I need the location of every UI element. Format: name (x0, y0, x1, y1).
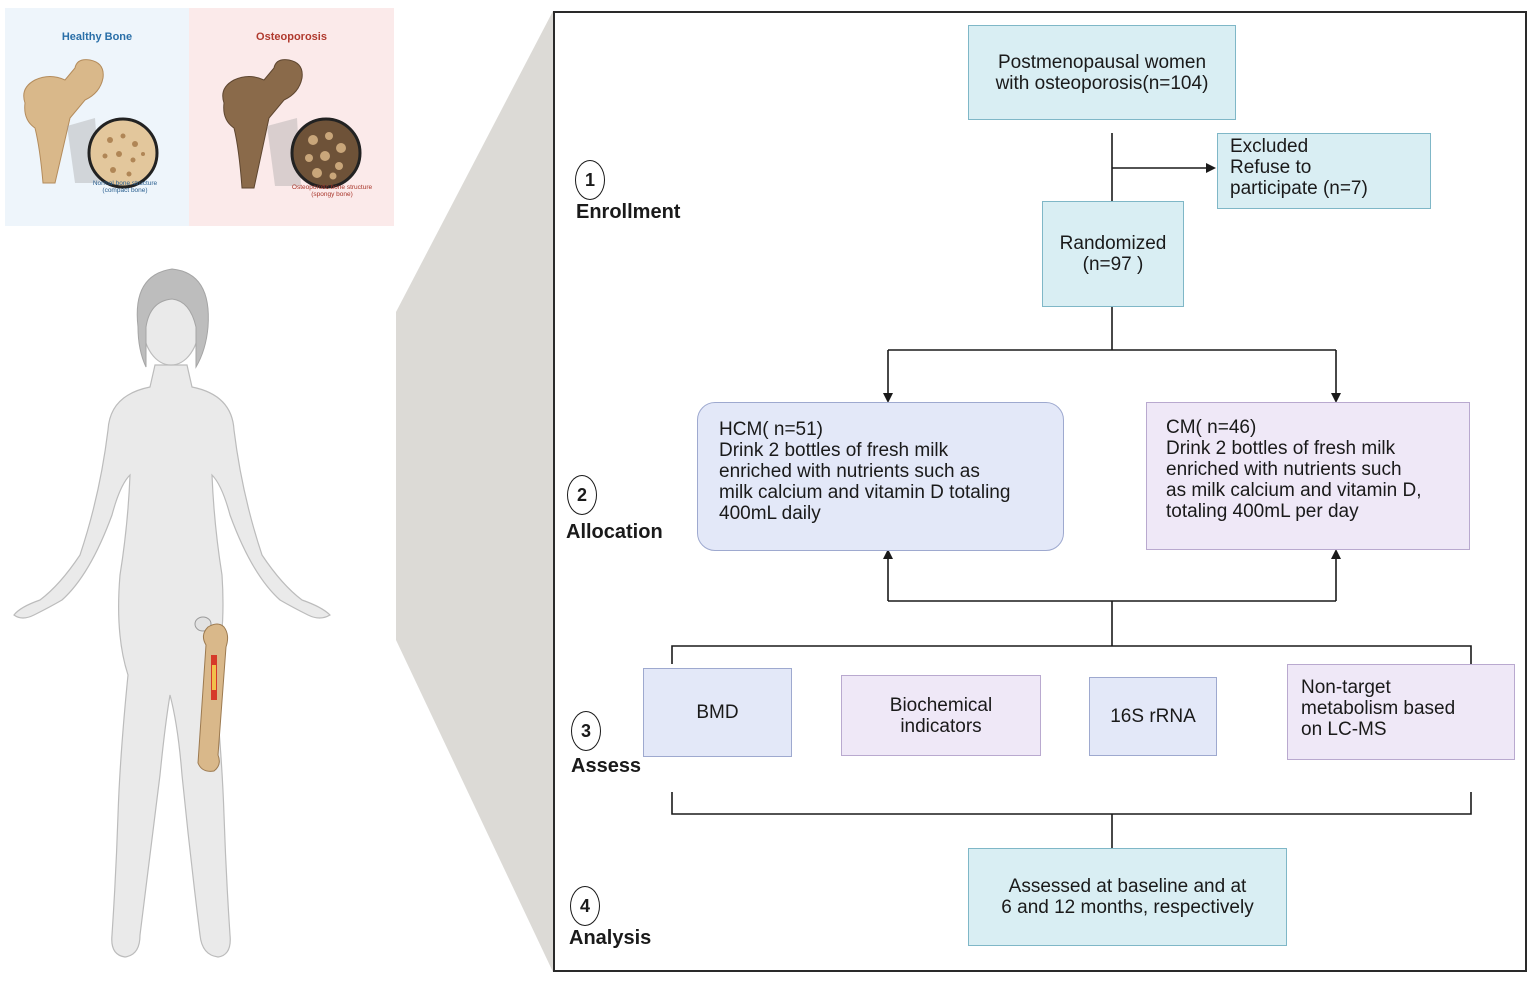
healthy-caption-line2: (compact bone) (102, 187, 148, 194)
biochemical-line1: Biochemical (889, 694, 993, 716)
cm-line5: totaling 400mL per day (1166, 501, 1359, 522)
healthy-bone-panel: Healthy Bone Normal bone structure (comp… (5, 8, 189, 226)
population-line1: Postmenopausal women (997, 51, 1207, 73)
hcm-group-box: HCM( n=51) Drink 2 bottles of fresh milk… (697, 402, 1064, 551)
randomized-line2: (n=97 ) (1082, 254, 1144, 275)
hcm-line5: 400mL daily (719, 503, 821, 524)
cm-line3: enriched with nutrients such (1166, 459, 1402, 480)
step-3-label: Assess (571, 755, 642, 777)
cm-line1: CM( n=46) (1166, 417, 1257, 438)
biochemical-line2: indicators (900, 715, 982, 737)
population-box: Postmenopausal women with osteoporosis(n… (968, 25, 1236, 120)
step-2-label: Allocation (566, 521, 663, 543)
healthy-bone-caption: Normal bone structure (compact bone) (75, 180, 175, 194)
rrna-label: 16S rRNA (1110, 706, 1196, 727)
zoom-wedge (396, 11, 553, 972)
cm-group-box: CM( n=46) Drink 2 bottles of fresh milk … (1146, 402, 1470, 550)
population-line2: with osteoporosis(n=104) (995, 72, 1209, 94)
step-4-badge: 4 (570, 886, 600, 926)
hcm-line3: enriched with nutrients such as (719, 461, 980, 482)
osteoporosis-caption: Osteoporotic bone structure (spongy bone… (277, 184, 387, 198)
healthy-caption-line1: Normal bone structure (92, 180, 158, 187)
osteo-caption-line2: (spongy bone) (311, 191, 353, 198)
lcms-line3: on LC-MS (1301, 719, 1387, 740)
lcms-line2: metabolism based (1301, 698, 1456, 719)
step-1-label: Enrollment (576, 201, 681, 223)
cm-line2: Drink 2 bottles of fresh milk (1166, 438, 1396, 459)
human-figure-icon (13, 268, 331, 958)
step-4-label: Analysis (569, 927, 652, 949)
healthy-femur-icon (23, 59, 159, 189)
excluded-line2: Refuse to (1230, 157, 1312, 178)
randomized-line1: Randomized (1059, 233, 1167, 254)
excluded-line3: participate (n=7) (1230, 178, 1368, 199)
analysis-line1: Assessed at baseline and at (1008, 876, 1247, 897)
hcm-line1: HCM( n=51) (719, 419, 823, 440)
excluded-box: Excluded Refuse to participate (n=7) (1217, 133, 1431, 209)
randomized-box: Randomized (n=97 ) (1042, 201, 1184, 307)
femur-icon (194, 616, 229, 772)
osteoporosis-panel: Osteoporosis Osteoporotic bone structure… (189, 8, 394, 226)
lcms-box: Non-target metabolism based on LC-MS (1287, 664, 1515, 760)
cm-line4: as milk calcium and vitamin D, (1166, 480, 1422, 501)
osteoporotic-femur-icon (222, 59, 362, 189)
analysis-box: Assessed at baseline and at 6 and 12 mon… (968, 848, 1287, 946)
healthy-bone-title: Healthy Bone (61, 31, 133, 43)
step-1-badge: 1 (575, 160, 605, 200)
hcm-line2: Drink 2 bottles of fresh milk (719, 440, 949, 461)
hcm-line4: milk calcium and vitamin D totaling (719, 482, 1011, 503)
excluded-line1: Excluded (1230, 136, 1309, 157)
analysis-line2: 6 and 12 months, respectively (1001, 897, 1254, 918)
osteoporosis-title: Osteoporosis (256, 31, 327, 43)
step-3-badge: 3 (571, 711, 601, 751)
biochemical-box: Biochemical indicators (841, 675, 1041, 756)
rrna-box: 16S rRNA (1089, 677, 1217, 756)
bmd-label: BMD (696, 702, 739, 723)
step-2-badge: 2 (567, 475, 597, 515)
lcms-line1: Non-target (1301, 677, 1391, 698)
osteo-caption-line1: Osteoporotic bone structure (291, 184, 373, 191)
bmd-box: BMD (643, 668, 792, 757)
